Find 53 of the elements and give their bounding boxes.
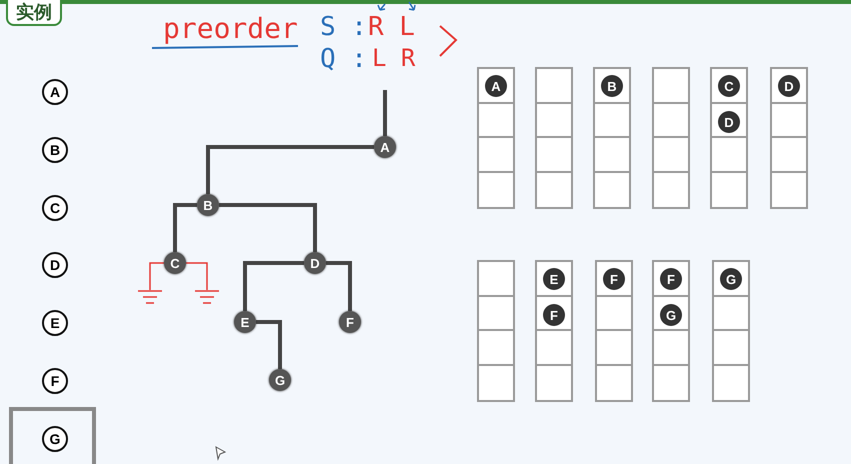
- tree-branch: [243, 261, 304, 311]
- letter-badge: F: [543, 304, 565, 326]
- tree-node: A: [374, 136, 396, 158]
- stack-column: [535, 67, 573, 209]
- letter-badge: G: [660, 304, 682, 326]
- letter-badge: F: [603, 268, 625, 290]
- stack-column: [595, 260, 633, 402]
- stack-column: [477, 67, 515, 209]
- circled-letter: D: [42, 252, 68, 278]
- tree-branch: [383, 90, 387, 136]
- tree-branch: [173, 203, 197, 252]
- letter-badge: C: [718, 75, 740, 97]
- handwritten-note: S :: [320, 12, 367, 42]
- circled-letter: B: [42, 136, 68, 163]
- tree-branch: [206, 145, 374, 194]
- stack-column: [477, 260, 515, 402]
- circled-letter: A: [42, 79, 68, 105]
- circled-letter: G: [42, 426, 68, 452]
- letter-badge: F: [660, 268, 682, 290]
- tree-branch: [256, 320, 282, 369]
- tree-node: D: [304, 252, 326, 274]
- null-link-line: [186, 262, 208, 290]
- tree-node: C: [164, 252, 186, 274]
- tree-node: E: [234, 311, 256, 333]
- stack-column: [593, 67, 631, 209]
- handwritten-note: preorder: [163, 12, 298, 45]
- letter-badge: E: [543, 268, 565, 290]
- ground-symbol: [195, 290, 219, 304]
- handwritten-note: Q :: [320, 44, 367, 74]
- stack-column: [535, 260, 573, 402]
- tree-branch: [219, 203, 317, 252]
- tree-node: G: [269, 369, 291, 391]
- stack-column: [652, 67, 690, 209]
- stack-column: [652, 260, 690, 402]
- stack-column: [712, 260, 750, 402]
- handwritten-note: R L: [368, 12, 415, 42]
- stack-column: [710, 67, 748, 209]
- letter-badge: B: [601, 75, 623, 97]
- tree-branch: [326, 261, 352, 311]
- letter-badge: D: [718, 111, 740, 133]
- letter-badge: D: [778, 75, 800, 97]
- ground-symbol: [138, 290, 162, 304]
- null-link-line: [149, 262, 164, 290]
- tree-node: B: [197, 194, 219, 216]
- letter-badge: G: [720, 268, 742, 290]
- circled-letter: E: [42, 310, 68, 336]
- tree-node: F: [339, 311, 361, 333]
- circled-letter: C: [42, 194, 68, 221]
- stack-column: [770, 67, 808, 209]
- letter-badge: A: [485, 75, 507, 97]
- header-tab-label: 实例: [6, 0, 62, 26]
- circled-letter: F: [42, 368, 68, 394]
- handwritten-note: L R: [372, 44, 416, 72]
